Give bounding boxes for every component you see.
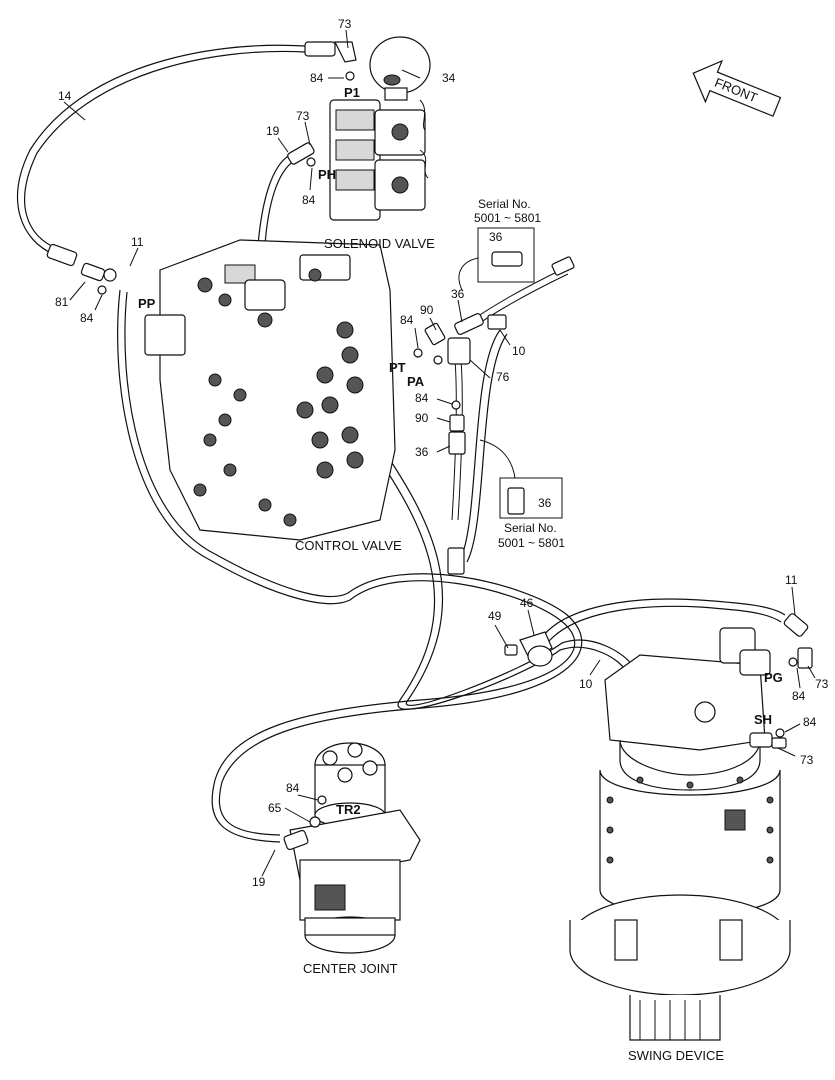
serial-box-upper-range: 5001 ~ 5801 xyxy=(474,211,541,225)
port-p1: P1 xyxy=(344,85,360,100)
callout-84-cj: 84 xyxy=(286,781,300,795)
serial-box-upper xyxy=(458,227,535,291)
callout-84-mid: 84 xyxy=(302,193,316,207)
callout-36-b: 36 xyxy=(415,445,429,459)
serial-box-lower-title: Serial No. xyxy=(504,521,557,535)
callout-46: 46 xyxy=(520,596,534,610)
callout-73-sh: 73 xyxy=(800,753,814,767)
callout-84-top: 84 xyxy=(310,71,324,85)
callout-84-pg: 84 xyxy=(792,689,806,703)
callout-90-b: 90 xyxy=(415,411,429,425)
callout-90-a: 90 xyxy=(420,303,434,317)
port-sh: SH xyxy=(754,712,772,727)
swing-device-bolts xyxy=(606,776,774,864)
callout-11-left: 11 xyxy=(131,235,144,249)
fitting-81 xyxy=(46,243,117,295)
fitting-73-top xyxy=(304,41,357,81)
callout-81: 81 xyxy=(55,295,69,309)
port-pp: PP xyxy=(138,296,156,311)
callout-14: 14 xyxy=(58,89,72,103)
hose-19-upper xyxy=(257,154,295,246)
callout-19-bottom: 19 xyxy=(252,875,266,889)
center-joint-label: CENTER JOINT xyxy=(303,961,398,976)
callout-34: 34 xyxy=(442,71,456,85)
callout-84-sh: 84 xyxy=(803,715,817,729)
serial-box-lower-range: 5001 ~ 5801 xyxy=(498,536,565,550)
control-valve-body xyxy=(144,239,396,541)
callout-65: 65 xyxy=(268,801,282,815)
solenoid-valve-label: SOLENOID VALVE xyxy=(324,236,435,251)
control-valve-label: CONTROL VALVE xyxy=(295,538,402,553)
callout-84-pa: 84 xyxy=(400,313,414,327)
serial-box-upper-title: Serial No. xyxy=(478,197,531,211)
serial-box-upper-part: 36 xyxy=(489,230,503,244)
callout-49: 49 xyxy=(488,609,502,623)
port-pt: PT xyxy=(389,360,406,375)
front-arrow xyxy=(692,59,782,117)
hose-11-right xyxy=(539,598,786,647)
callout-19-top: 19 xyxy=(266,124,280,138)
callout-73-pg: 73 xyxy=(815,677,829,691)
clamp-46 xyxy=(519,631,553,667)
pressure-sensor-lower xyxy=(447,400,466,575)
swing-device-body xyxy=(569,627,791,1041)
port-pa: PA xyxy=(407,374,425,389)
callout-73-mid: 73 xyxy=(296,109,310,123)
callout-11-right: 11 xyxy=(785,573,798,587)
swing-device-label: SWING DEVICE xyxy=(628,1048,724,1063)
swing-device-fittings xyxy=(749,613,813,749)
port-pg: PG xyxy=(764,670,783,685)
solenoid-valve-body xyxy=(329,99,429,221)
serial-box-lower-part: 36 xyxy=(538,496,552,510)
fitting-19-upper xyxy=(287,142,316,167)
hose-10 xyxy=(369,329,633,710)
callout-36-a: 36 xyxy=(451,287,465,301)
port-ph: PH xyxy=(318,167,336,182)
callout-73-top: 73 xyxy=(338,17,352,31)
callout-76: 76 xyxy=(496,370,510,384)
hose-pp-to-center-joint xyxy=(117,289,583,843)
accumulator xyxy=(369,36,431,101)
callout-84-left: 84 xyxy=(80,311,94,325)
serial-box-lower xyxy=(479,439,563,519)
port-tr2: TR2 xyxy=(336,802,361,817)
leader-lines xyxy=(63,29,816,877)
hose-14 xyxy=(16,44,306,256)
callout-84-b: 84 xyxy=(415,391,429,405)
control-valve-bolts xyxy=(193,268,364,527)
callout-10-b: 10 xyxy=(579,677,593,691)
pressure-sensor-pa xyxy=(413,256,575,365)
center-joint-body xyxy=(283,742,421,954)
callout-10-a: 10 xyxy=(512,344,526,358)
